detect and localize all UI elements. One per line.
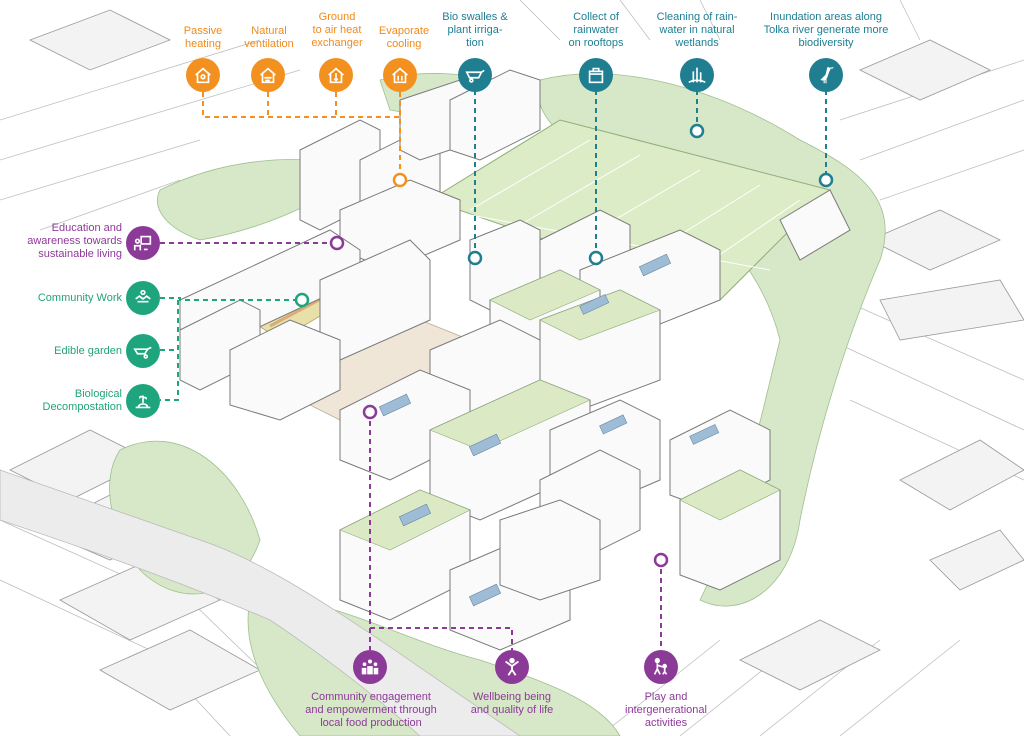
education-icon (126, 226, 160, 260)
community-work-label: Community Work (8, 292, 122, 305)
people-group-icon (353, 650, 387, 684)
biological-decompostation-label: Biological Decompostation (8, 388, 122, 414)
collect-rainwater-label: Collect of rainwater on rooftops (553, 11, 639, 50)
edible-garden-label: Edible garden (8, 345, 122, 358)
rooftop-tank-icon (579, 58, 613, 92)
heron-icon (809, 58, 843, 92)
family-play-icon (644, 650, 678, 684)
house-cool-icon (383, 58, 417, 92)
evaporate-cooling-label: Evaporate cooling (371, 25, 437, 51)
community-engagement-label: Community engagement and empowerment thr… (300, 691, 442, 730)
wellbeing-label: Wellbeing being and quality of life (462, 691, 562, 717)
community-work-icon (126, 281, 160, 315)
wheelbarrow-water-icon (458, 58, 492, 92)
ground-heat-exchanger-label: Ground to air heat exchanger (302, 11, 372, 50)
house-sun-icon (186, 58, 220, 92)
compost-icon (126, 384, 160, 418)
house-ground-icon (319, 58, 353, 92)
bio-swalles-label: Bio swalles & plant irriga- tion (430, 11, 520, 50)
wetland-reed-icon (680, 58, 714, 92)
person-arms-up-icon (495, 650, 529, 684)
natural-ventilation-label: Natural ventilation (236, 25, 302, 51)
cleaning-rainwater-label: Cleaning of rain- water in natural wetla… (645, 11, 749, 50)
passive-heating-label: Passive heating (170, 25, 236, 51)
play-label: Play and intergenerational activities (616, 691, 716, 730)
house-wind-icon (251, 58, 285, 92)
education-label: Education and awareness towards sustaina… (8, 222, 122, 261)
wheelbarrow-icon (126, 334, 160, 368)
inundation-label: Inundation areas along Tolka river gener… (750, 11, 902, 50)
